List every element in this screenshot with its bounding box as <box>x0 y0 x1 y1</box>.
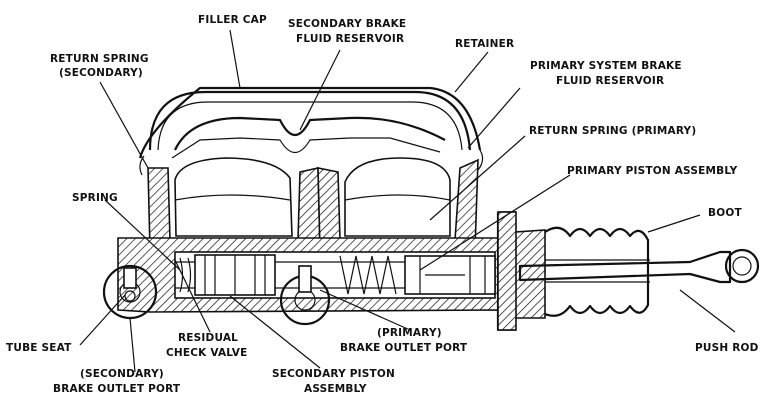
mounting-flange <box>496 211 517 331</box>
label-return-spring-secondary-line1: RETURN SPRING <box>50 53 149 65</box>
filler-cap-shape <box>148 90 472 159</box>
label-return-spring-primary: RETURN SPRING (PRIMARY) <box>529 125 697 137</box>
label-secondary-outlet-line2: BRAKE OUTLET PORT <box>53 383 181 395</box>
label-retainer: RETAINER <box>455 38 515 50</box>
secondary-piston-shape <box>179 254 276 296</box>
label-secondary-reservoir-line1: SECONDARY BRAKE <box>288 18 407 30</box>
label-primary-outlet-line2: BRAKE OUTLET PORT <box>340 342 468 354</box>
label-secondary-piston-line1: SECONDARY PISTON <box>272 368 396 380</box>
secondary-outlet-port <box>102 264 158 320</box>
label-primary-outlet-line1: (PRIMARY) <box>377 327 442 339</box>
reservoir-body <box>147 157 479 251</box>
return-spring-primary-shape <box>339 255 397 295</box>
label-primary-reservoir-line1: PRIMARY SYSTEM BRAKE <box>530 60 682 72</box>
label-residual-check-line1: RESIDUAL <box>178 332 239 344</box>
leader-lines <box>79 29 736 373</box>
label-primary-reservoir-line2: FLUID RESERVOIR <box>556 75 665 87</box>
label-secondary-piston-line2: ASSEMBLY <box>304 383 367 395</box>
label-secondary-reservoir-line2: FLUID RESERVOIR <box>296 33 405 45</box>
label-push-rod: PUSH ROD <box>695 342 759 354</box>
primary-outlet-port <box>279 265 331 326</box>
label-primary-piston-assembly: PRIMARY PISTON ASSEMBLY <box>567 165 738 177</box>
push-rod-shape <box>518 248 760 284</box>
label-filler-cap: FILLER CAP <box>198 14 267 26</box>
label-tube-seat: TUBE SEAT <box>6 342 72 354</box>
primary-piston-shape <box>404 255 496 295</box>
label-secondary-outlet-line1: (SECONDARY) <box>80 368 164 380</box>
label-return-spring-secondary-line2: (SECONDARY) <box>59 67 143 79</box>
retainer-wire <box>138 86 484 176</box>
boot-shape <box>544 226 650 317</box>
label-residual-check-line2: CHECK VALVE <box>166 347 248 359</box>
label-spring: SPRING <box>72 192 118 204</box>
label-boot: BOOT <box>708 207 742 219</box>
